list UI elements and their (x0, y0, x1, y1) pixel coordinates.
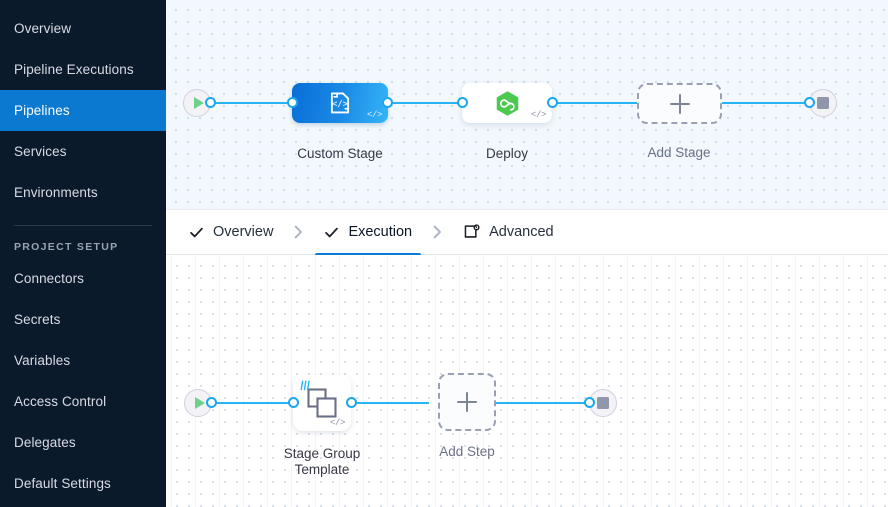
edge-start-to-stage-group-template (211, 402, 301, 404)
tab-overview[interactable]: Overview (180, 210, 282, 255)
stage-node-custom-stage[interactable]: </> </> (292, 83, 388, 123)
execution-start-node[interactable] (184, 389, 212, 417)
harness-cd-hexagon-icon (496, 90, 518, 116)
stage-label-custom-stage: Custom Stage (297, 146, 383, 161)
play-icon (193, 97, 204, 109)
port-deploy-out[interactable] (547, 97, 558, 108)
edge-add-step-to-end (478, 402, 594, 404)
port-exec-start-out[interactable] (206, 397, 217, 408)
step-graph: </> Stage Group Template Add Step (166, 255, 888, 507)
port-stage-group-template-out[interactable] (346, 397, 357, 408)
stop-icon (817, 97, 829, 109)
chevron-right-icon (421, 224, 454, 240)
sidebar-item-overview[interactable]: Overview (0, 8, 166, 49)
stage-tab-bar: Overview Execution (166, 209, 888, 256)
port-end-in[interactable] (804, 97, 815, 108)
sidebar-item-label: Pipeline Executions (14, 62, 134, 77)
sidebar-item-connectors[interactable]: Connectors (0, 258, 166, 299)
stage-canvas[interactable]: </> </> Custom Stage </> (166, 0, 888, 209)
play-icon (194, 397, 205, 409)
edge-stage-group-template-to-add-step (351, 402, 429, 404)
template-bars-marker-icon (300, 380, 310, 391)
sidebar-item-pipeline-executions[interactable]: Pipeline Executions (0, 49, 166, 90)
sidebar-item-label: Default Settings (14, 476, 111, 491)
sidebar-item-variables[interactable]: Variables (0, 340, 166, 381)
main-content: </> </> Custom Stage </> (166, 0, 888, 507)
sidebar-item-access-control[interactable]: Access Control (0, 381, 166, 422)
sidebar-item-services[interactable]: Services (0, 131, 166, 172)
template-badge: </> (329, 418, 345, 428)
sidebar-item-label: Delegates (14, 435, 76, 450)
tab-advanced[interactable]: Advanced (454, 210, 563, 255)
advanced-settings-icon (464, 223, 480, 238)
add-stage-button[interactable] (637, 83, 722, 124)
stage-label-add-stage: Add Stage (647, 145, 711, 160)
tab-label: Advanced (489, 224, 554, 240)
sidebar-item-delegates[interactable]: Delegates (0, 422, 166, 463)
custom-stage-template-icon: </> (330, 92, 350, 114)
edge-add-stage-to-end (676, 102, 816, 104)
step-label-add-step: Add Step (439, 444, 495, 459)
step-label-stage-group-template: Stage Group Template (283, 446, 361, 477)
port-start-out[interactable] (205, 97, 216, 108)
add-step-button[interactable] (438, 373, 496, 431)
stacked-squares-template-icon (307, 388, 337, 418)
chevron-right-glyph (433, 225, 442, 239)
plus-icon (669, 93, 690, 114)
port-deploy-in[interactable] (457, 97, 468, 108)
stage-graph: </> </> Custom Stage </> (166, 0, 888, 209)
stop-icon (597, 397, 609, 409)
sidebar-item-label: Connectors (14, 271, 85, 286)
template-badge: </> (530, 110, 546, 120)
sidebar-divider (14, 225, 152, 226)
check-icon (190, 227, 203, 237)
chevron-right-icon (282, 224, 315, 240)
sidebar-item-label: Services (14, 144, 67, 159)
sidebar-item-label: Overview (14, 21, 72, 36)
sidebar-section-project-setup: PROJECT SETUP (14, 241, 119, 253)
tab-label: Execution (348, 224, 413, 240)
edge-start-to-custom-stage (210, 102, 304, 104)
port-custom-stage-in[interactable] (287, 97, 298, 108)
sidebar-item-secrets[interactable]: Secrets (0, 299, 166, 340)
template-badge: </> (366, 110, 382, 120)
execution-canvas[interactable]: </> Stage Group Template Add Step (166, 255, 888, 507)
plus-icon (457, 392, 477, 412)
port-custom-stage-out[interactable] (382, 97, 393, 108)
step-node-stage-group-template[interactable]: </> (293, 375, 351, 431)
edge-custom-stage-to-deploy (386, 102, 468, 104)
tab-label: Overview (213, 224, 274, 240)
svg-text:</>: </> (332, 99, 348, 109)
check-icon (325, 227, 339, 237)
sidebar-item-default-settings[interactable]: Default Settings (0, 463, 166, 504)
sidebar-item-pipelines[interactable]: Pipelines (0, 90, 166, 131)
chevron-right-glyph (295, 225, 303, 239)
sidebar-item-environments[interactable]: Environments (0, 172, 166, 213)
sidebar-item-label: Secrets (14, 312, 61, 327)
stage-label-deploy: Deploy (485, 146, 529, 161)
edge-deploy-to-add-stage (551, 102, 645, 104)
tab-execution[interactable]: Execution (315, 210, 421, 256)
sidebar-item-label: Variables (14, 353, 71, 368)
port-exec-end-in[interactable] (584, 397, 595, 408)
stage-node-deploy[interactable]: </> (462, 83, 552, 123)
sidebar: Overview Pipeline Executions Pipelines S… (0, 0, 166, 507)
sidebar-item-label: Pipelines (14, 103, 70, 118)
port-stage-group-template-in[interactable] (288, 397, 299, 408)
sidebar-item-label: Environments (14, 185, 98, 200)
sidebar-item-label: Access Control (14, 394, 107, 409)
